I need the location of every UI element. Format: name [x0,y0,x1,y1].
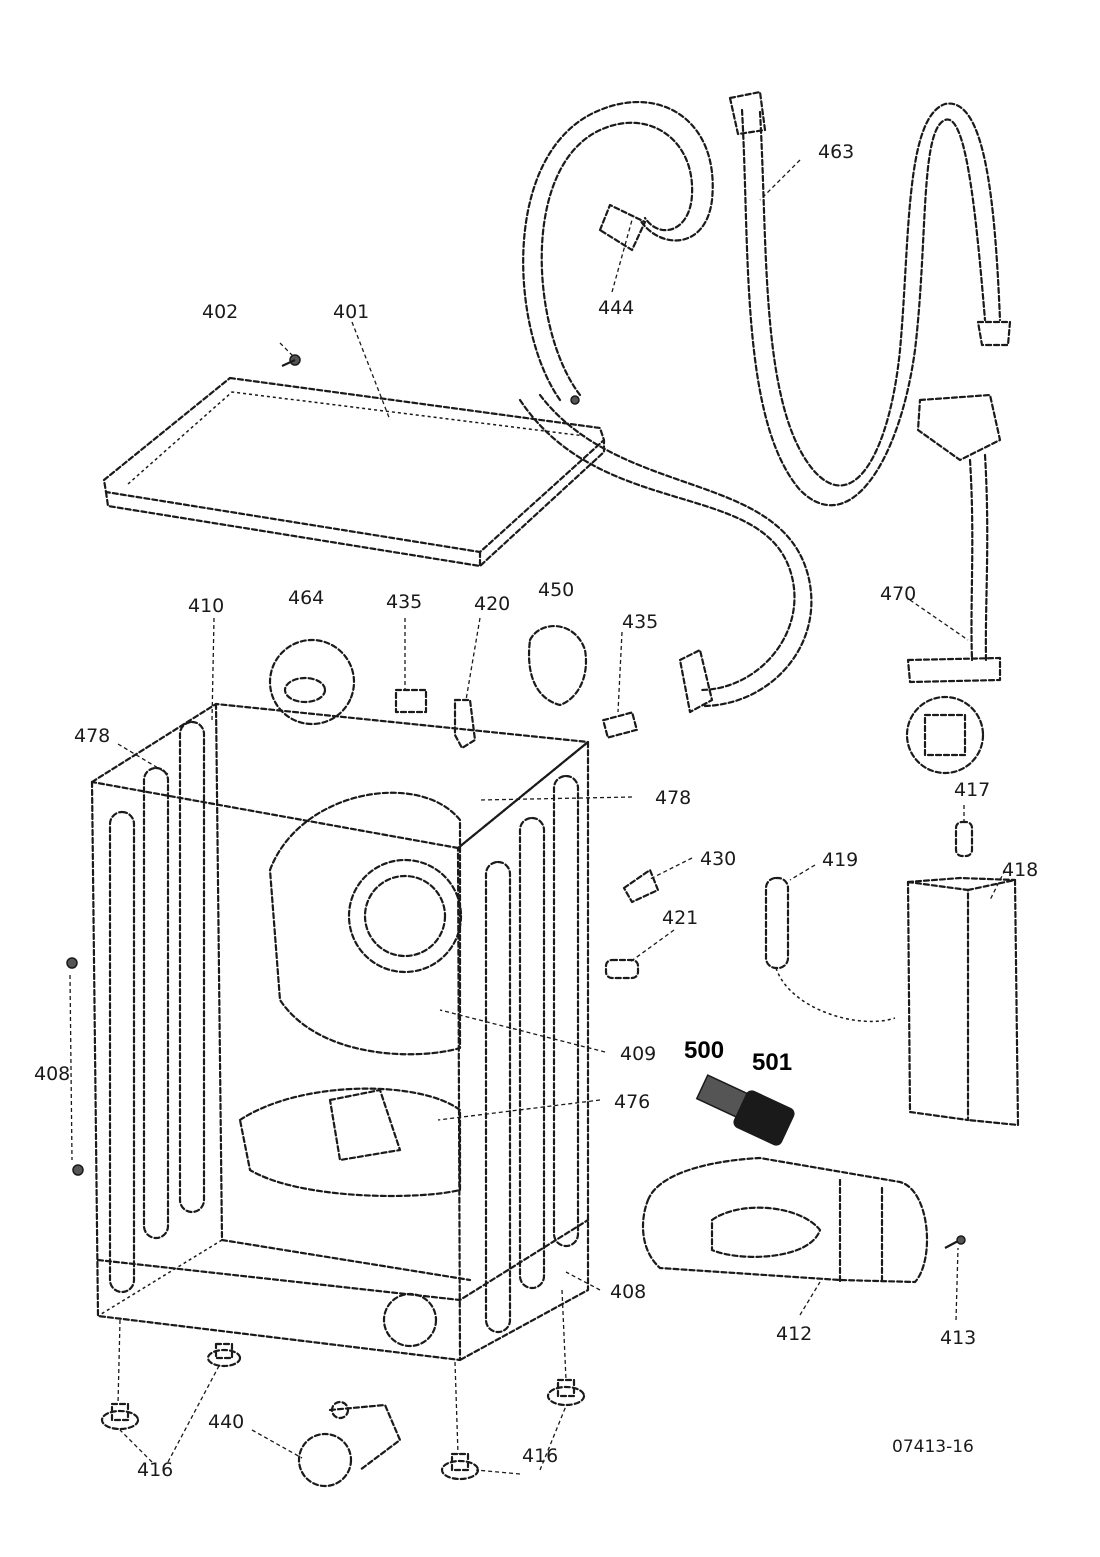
part-420 [453,698,477,750]
callout-435-left: 435 [386,591,422,613]
callout-501: 501 [752,1049,792,1076]
connector-501 [733,1090,795,1146]
electronic-module-418 [906,876,1020,1127]
callout-416-right: 416 [522,1445,558,1467]
callout-476: 476 [614,1091,650,1113]
base-plate-part [642,1156,966,1284]
foot-416-right [546,1378,586,1407]
foot-416-left [100,1402,140,1431]
side-screw-408 [66,957,84,1176]
drain-hose-part [728,90,1012,507]
top-cover-screw-part [281,354,301,367]
callout-470: 470 [880,583,916,605]
callout-402: 402 [202,301,238,323]
callout-478-right: 478 [655,787,691,809]
callout-419: 419 [822,849,858,871]
callout-409: 409 [620,1043,656,1065]
part-419 [764,876,896,1023]
callout-500: 500 [684,1037,724,1064]
callout-408-left: 408 [34,1063,70,1085]
callout-413: 413 [940,1327,976,1349]
callout-412: 412 [776,1323,812,1345]
part-430 [622,868,660,904]
part-450 [527,625,588,707]
callout-463: 463 [818,141,854,163]
part-435-right [602,711,638,739]
drain-pump-440 [297,1400,402,1488]
callout-408-right: 408 [610,1281,646,1303]
part-421 [604,958,640,980]
callout-416-left: 416 [137,1459,173,1481]
callout-418: 418 [1002,859,1038,881]
callout-444: 444 [598,297,634,319]
callout-labels: 401 402 444 463 410 464 435 420 450 435 … [34,141,1038,1481]
foot-416-mid [206,1342,242,1368]
callout-450: 450 [538,579,574,601]
inlet-hose-part [518,100,813,714]
top-cover-part [102,376,606,568]
part-464 [268,638,356,726]
part-435-left [394,688,428,714]
callout-401: 401 [333,301,369,323]
reference-code: 07413-16 [892,1437,974,1457]
callout-478-left: 478 [74,725,110,747]
callout-420: 420 [474,593,510,615]
callout-410: 410 [188,595,224,617]
cabinet-part [90,702,590,1362]
callout-464: 464 [288,587,324,609]
foot-416-bottom [440,1452,480,1481]
callout-435-right: 435 [622,611,658,633]
part-417 [954,820,974,858]
leader-lines [69,159,1006,1475]
callout-440: 440 [208,1411,244,1433]
callout-417: 417 [954,779,990,801]
callout-421: 421 [662,907,698,929]
callout-430: 430 [700,848,736,870]
power-cord-part [905,393,1002,775]
